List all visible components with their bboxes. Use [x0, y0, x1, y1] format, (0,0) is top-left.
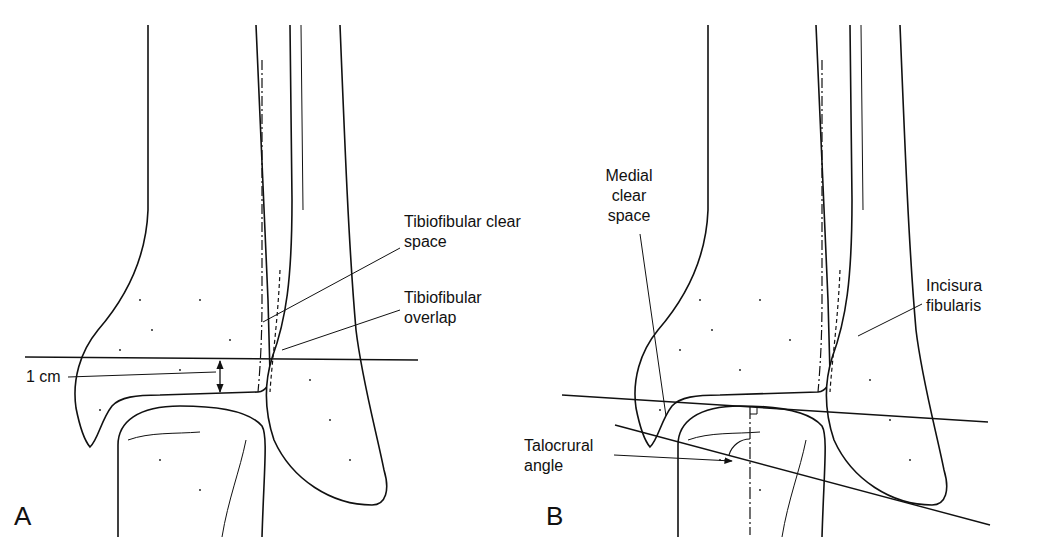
leader-line	[858, 304, 922, 336]
dimension-label: 1 cm	[26, 367, 61, 387]
part-label: Tibiofibular clear space	[404, 212, 522, 252]
leader-line	[282, 310, 400, 350]
perpendicular-line	[749, 407, 750, 535]
part-label: Incisura fibularis	[926, 276, 1016, 316]
part-label: Tibiofibular overlap	[404, 288, 522, 328]
panel-letter: A	[14, 500, 31, 533]
reference-line	[25, 357, 418, 360]
leader-arrow	[614, 455, 732, 461]
leader-line	[68, 372, 216, 377]
leader-line	[263, 248, 400, 322]
angle-label: Talocrural angle	[524, 436, 624, 476]
malleolar-line	[615, 425, 990, 525]
dimension-arrow	[219, 361, 220, 392]
panel-letter: B	[546, 500, 563, 533]
ankle-drawing-b	[635, 25, 947, 537]
leader-line	[640, 234, 666, 416]
plafond-line	[562, 395, 988, 422]
angle-arc	[729, 439, 750, 455]
part-label: Medial clear space	[596, 166, 662, 226]
right-angle-mark	[750, 407, 757, 414]
